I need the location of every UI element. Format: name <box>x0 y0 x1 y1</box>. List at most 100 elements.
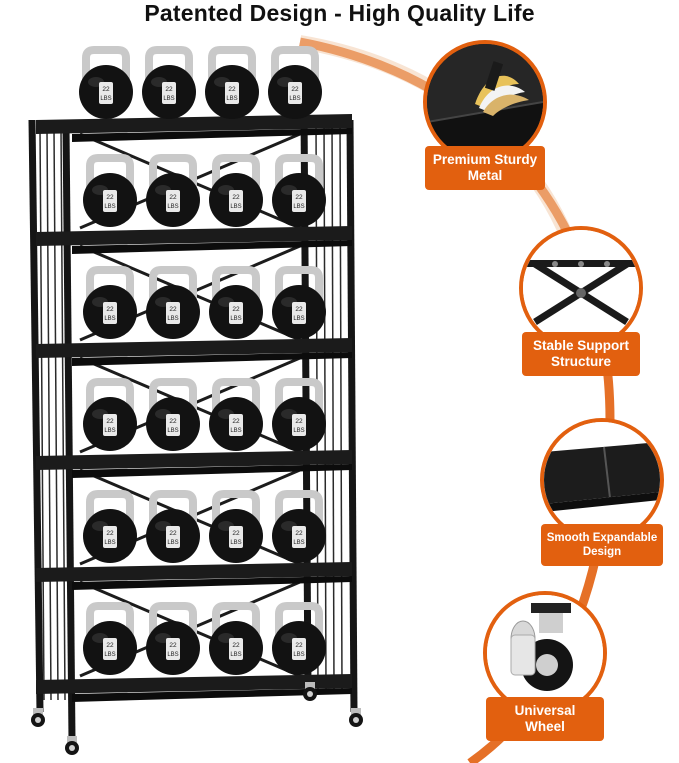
kettlebell-unit-text: LBS <box>167 428 178 434</box>
kettlebell-weight-text: 22 <box>106 642 114 649</box>
kettlebell-unit-text: LBS <box>104 316 115 322</box>
kettlebell-unit-text: LBS <box>293 204 304 210</box>
kettlebell-weight-text: 22 <box>295 418 303 425</box>
feature-label-line1: Stable Support <box>532 338 629 353</box>
kettlebell-unit-text: LBS <box>230 652 241 658</box>
kettlebell-weight-text: 22 <box>295 642 303 649</box>
kettlebell-weight-text: 22 <box>295 306 303 313</box>
feature-label-line1: Premium Sturdy <box>432 152 538 167</box>
kettlebell-weight-text: 22 <box>232 306 240 313</box>
kettlebell-weight-text: 22 <box>169 530 177 537</box>
kettlebell-unit-text: LBS <box>289 96 300 102</box>
caster-wheel <box>31 708 45 727</box>
feature-label-line1: Smooth Expandable <box>546 532 658 544</box>
kettlebell-unit-text: LBS <box>104 540 115 546</box>
shelf-tier <box>36 562 352 582</box>
kettlebell-weight-text: 22 <box>106 194 114 201</box>
expandable-shelf-icon <box>540 418 664 542</box>
kettlebell-weight-text: 22 <box>228 86 236 93</box>
shelf-tier <box>36 226 352 246</box>
kettlebell-weight-text: 22 <box>295 194 303 201</box>
feature-label-line2: Metal <box>467 168 503 183</box>
shelf-post <box>62 127 76 741</box>
metal-sheet-icon <box>423 40 547 164</box>
kettlebell-unit-text: LBS <box>230 540 241 546</box>
kettlebell-unit-text: LBS <box>167 316 178 322</box>
kettlebell-weight-text: 22 <box>169 306 177 313</box>
feature-label-line2: Design <box>582 546 622 558</box>
shelf-tier <box>36 114 352 134</box>
kettlebell-weight-text: 22 <box>295 530 303 537</box>
kettlebell-unit-text: LBS <box>230 204 241 210</box>
kettlebell-weight-text: 22 <box>291 86 299 93</box>
kettlebell-weight-text: 22 <box>169 642 177 649</box>
shelf-post <box>346 119 358 713</box>
caster-wheel <box>303 682 317 701</box>
feature-badge-expandable: Smooth Expandable Design <box>527 418 677 566</box>
caster-wheel <box>349 708 363 727</box>
kettlebell-unit-text: LBS <box>167 652 178 658</box>
shelf-post <box>28 119 44 713</box>
shelf-tier <box>36 450 352 470</box>
shelf-tier <box>36 338 352 358</box>
feature-label-line1: Universal <box>514 703 576 718</box>
kettlebell-weight-text: 22 <box>232 642 240 649</box>
kettlebell-weight-text: 22 <box>169 194 177 201</box>
kettlebell-unit-text: LBS <box>167 540 178 546</box>
feature-badge-wheel: Universal Wheel <box>470 591 620 741</box>
kettlebell-unit-text: LBS <box>104 428 115 434</box>
kettlebell-weight-text: 22 <box>106 306 114 313</box>
feature-label-line2: Structure <box>550 354 611 369</box>
feature-label-line2: Wheel <box>525 719 565 734</box>
kettlebell-unit-text: LBS <box>230 428 241 434</box>
kettlebell-weight-text: 22 <box>106 530 114 537</box>
caster-wheel-icon <box>483 591 607 715</box>
kettlebell-unit-text: LBS <box>293 316 304 322</box>
kettlebell-unit-text: LBS <box>100 96 111 102</box>
kettlebell-weight-text: 22 <box>232 418 240 425</box>
kettlebell-weight-text: 22 <box>232 530 240 537</box>
caster-wheel <box>65 736 79 755</box>
page-title: Patented Design - High Quality Life <box>144 0 535 26</box>
kettlebell-weight-text: 22 <box>232 194 240 201</box>
kettlebell-weight-text: 22 <box>102 86 110 93</box>
kettlebell-unit-text: LBS <box>104 204 115 210</box>
kettlebell-unit-text: LBS <box>163 96 174 102</box>
kettlebell-unit-text: LBS <box>226 96 237 102</box>
kettlebell-unit-text: LBS <box>293 428 304 434</box>
kettlebell-weight-text: 22 <box>106 418 114 425</box>
cross-brace-icon <box>519 226 643 350</box>
feature-badge-structure: Stable Support Structure <box>506 226 656 376</box>
kettlebell-unit-text: LBS <box>167 204 178 210</box>
shelf-tier <box>36 674 352 694</box>
kettlebell-unit-text: LBS <box>104 652 115 658</box>
kettlebell-weight-text: 22 <box>169 418 177 425</box>
kettlebell-unit-text: LBS <box>293 540 304 546</box>
kettlebell-unit-text: LBS <box>230 316 241 322</box>
